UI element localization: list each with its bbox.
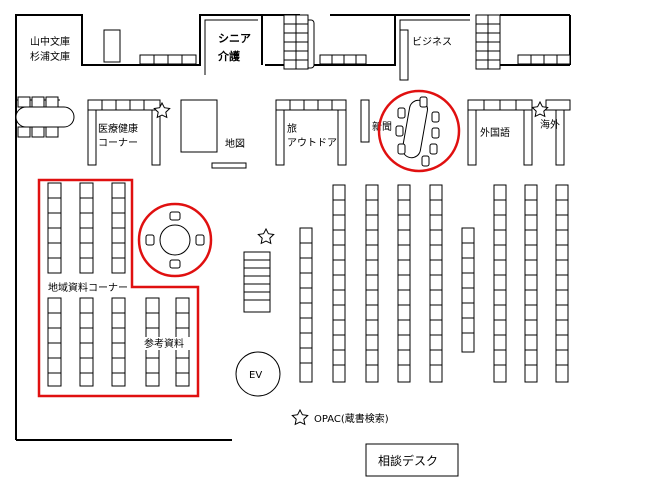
newspaper-corner: 新聞 bbox=[360, 96, 440, 167]
medical-label-1: 医療健康 bbox=[98, 122, 138, 135]
local-corner-label: 地域資料コーナー bbox=[48, 281, 128, 294]
newspaper-outline bbox=[377, 89, 461, 173]
local-corner-shelves: 地域資料コーナー 参考資料 bbox=[47, 182, 193, 387]
sugiura-label: 杉浦文庫 bbox=[30, 50, 70, 63]
business-label: ビジネス bbox=[412, 36, 452, 48]
elevator: EV bbox=[235, 351, 281, 397]
star-icon bbox=[531, 100, 549, 118]
star-icon bbox=[291, 408, 309, 426]
star-icon bbox=[257, 227, 275, 245]
yamanaka-label: 山中文庫 bbox=[30, 35, 70, 48]
foreign-label: 外国語 bbox=[480, 126, 510, 139]
main-stacks bbox=[299, 184, 569, 383]
map-area: 地図 bbox=[180, 99, 247, 169]
opac-legend: OPAC(蔵書検索) bbox=[291, 408, 389, 426]
overseas-label: 海外 bbox=[540, 118, 560, 131]
reference-label: 参考資料 bbox=[144, 337, 184, 350]
opac-legend-label: OPAC(蔵書検索) bbox=[314, 412, 389, 425]
senior-label: シニア bbox=[218, 32, 251, 45]
wall-shelves bbox=[139, 54, 571, 65]
star-icon bbox=[153, 101, 171, 119]
stairs bbox=[243, 251, 271, 313]
reading-table-left bbox=[15, 96, 75, 138]
round-table bbox=[137, 202, 213, 278]
consultation-desk: 相談デスク bbox=[365, 443, 459, 477]
opac-markers bbox=[153, 100, 549, 245]
medical-corner: 医療健康 コーナー bbox=[87, 99, 161, 166]
newspaper-label: 新聞 bbox=[372, 120, 392, 133]
medical-label-2: コーナー bbox=[98, 137, 138, 149]
senior-corner: シニア 介護 bbox=[204, 14, 315, 75]
outer-walls bbox=[15, 14, 571, 441]
travel-label-2: アウトドア bbox=[287, 137, 337, 149]
local-corner-outline bbox=[37, 178, 200, 398]
travel-label-1: 旅 bbox=[287, 122, 297, 135]
ev-label: EV bbox=[249, 370, 262, 381]
map-label: 地図 bbox=[225, 137, 245, 150]
foreign-corner: 外国語 海外 bbox=[467, 99, 571, 166]
consultation-desk-label: 相談デスク bbox=[378, 453, 438, 468]
business-corner: ビジネス bbox=[399, 14, 501, 81]
yamanaka-room: 山中文庫 杉浦文庫 bbox=[30, 15, 121, 65]
travel-corner: 旅 アウトドア bbox=[275, 99, 347, 166]
nursing-label: 介護 bbox=[217, 49, 241, 63]
